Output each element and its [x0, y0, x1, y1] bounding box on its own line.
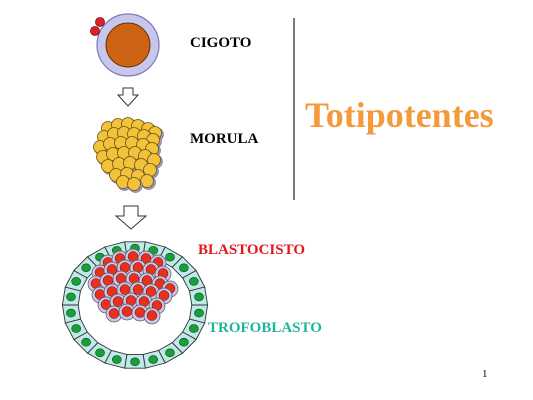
trophoblast-nucleus: [194, 308, 204, 318]
trofoblasto-label: TROFOBLASTO: [208, 320, 322, 336]
inner-cell-mass: [87, 248, 179, 325]
trophoblast-nucleus: [189, 324, 199, 333]
trophoblast-nucleus: [111, 355, 122, 364]
inner-cell-nucleus: [121, 306, 133, 317]
inner-cell-nucleus: [112, 296, 124, 307]
page-number: 1: [482, 368, 488, 380]
zygote: [90, 13, 160, 77]
trophoblast-nucleus: [165, 348, 175, 358]
down-arrow-icon: [114, 205, 148, 230]
morula-label: MORULA: [190, 131, 259, 147]
trophoblast-nucleus: [81, 263, 91, 273]
inner-cell-nucleus: [158, 290, 170, 301]
trophoblast-nucleus: [71, 324, 81, 333]
trophoblast-nucleus: [95, 348, 105, 358]
morula-cell: [127, 177, 141, 191]
inner-cell-nucleus: [134, 307, 146, 318]
trophoblast-nucleus: [66, 308, 76, 318]
trophoblast-nucleus: [66, 292, 76, 302]
trophoblast-nucleus: [148, 355, 159, 364]
inner-cell-nucleus: [146, 310, 158, 321]
inner-cell-nucleus: [145, 286, 157, 297]
trophoblast-nucleus: [179, 263, 189, 273]
down-arrow-icon: [116, 87, 140, 107]
trophoblast-nucleus: [189, 277, 199, 286]
morula: [93, 117, 164, 193]
cigoto-label: CIGOTO: [190, 35, 252, 51]
trophoblast-nucleus: [194, 292, 204, 302]
polar-body: [90, 26, 100, 36]
polar-body: [95, 17, 105, 27]
inner-cell-nucleus: [108, 308, 120, 319]
totipotentes-title: Totipotentes: [305, 95, 494, 135]
trophoblast-nucleus: [71, 277, 81, 286]
inner-cell-nucleus: [119, 284, 131, 295]
blastocisto-label: BLASTOCISTO: [198, 242, 305, 258]
trophoblast-nucleus: [130, 357, 140, 367]
trophoblast-nucleus: [179, 337, 189, 347]
inner-cell-nucleus: [132, 284, 144, 295]
blastocyst: [61, 241, 209, 369]
trophoblast-nucleus: [165, 252, 175, 262]
zygote-cytoplasm: [105, 22, 151, 68]
trophoblast-nucleus: [81, 337, 91, 347]
